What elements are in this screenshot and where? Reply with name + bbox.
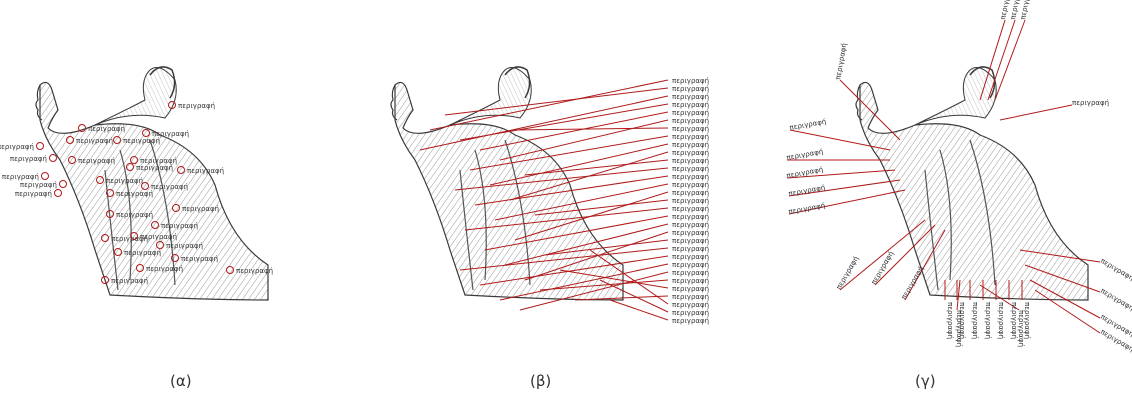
panel-b-label: περιγραφή (672, 133, 709, 141)
panel-c-label: περιγραφή (1099, 257, 1132, 282)
panel-a-label: περιγραφή (116, 190, 153, 198)
panel-b-label: περιγραφή (672, 189, 709, 197)
panel-a-label: περιγραφή (151, 183, 188, 191)
panel-b-label: περιγραφή (672, 301, 709, 309)
panel-c-label: περιγραφή (997, 302, 1005, 339)
panel-a-label: περιγραφή (78, 157, 115, 165)
panel-c-label: περιγραφή (834, 42, 848, 80)
panel-b-label: περιγραφή (672, 221, 709, 229)
panel-a-marker (42, 173, 49, 180)
panel-c-label: περιγραφή (971, 302, 979, 339)
panel-b-label: περιγραφή (672, 253, 709, 261)
panel-c-label: περιγραφή (946, 302, 954, 339)
panel-a-label: περιγραφή (146, 265, 183, 273)
panel-c-label: περιγραφή (788, 202, 826, 216)
panel-b-label: περιγραφή (672, 141, 709, 149)
panel-a-label: περιγραφή (111, 277, 148, 285)
panel-c-leader (1000, 105, 1072, 120)
panel-b-label: περιγραφή (672, 125, 709, 133)
panel-a-label: περιγραφή (136, 164, 173, 172)
panel-b-label: περιγραφή (672, 245, 709, 253)
panel-a-label: περιγραφή (116, 211, 153, 219)
panel-c-label: περιγραφή (1072, 99, 1109, 107)
panel-a-label: περιγραφή (76, 137, 113, 145)
panel-a-label: περιγραφή (187, 167, 224, 175)
panel-b-label: περιγραφή (672, 237, 709, 245)
panel-b-label: περιγραφή (672, 229, 709, 237)
panel-a-marker (37, 143, 44, 150)
panel-a-label: περιγραφή (124, 249, 161, 257)
panel-b-label: περιγραφή (672, 293, 709, 301)
panel-c-label: περιγραφή (1019, 0, 1033, 20)
panel-c-label: περιγραφή (835, 255, 860, 291)
panel-a-marker (55, 190, 62, 197)
panel-a-marker (60, 181, 67, 188)
panel-b-label: περιγραφή (672, 309, 709, 317)
panel-a-marker (50, 155, 57, 162)
panel-a-label: περιγραφή (178, 102, 215, 110)
panel-a-label: περιγραφή (106, 177, 143, 185)
panel-b-label: περιγραφή (672, 165, 709, 173)
panel-b-label: περιγραφή (672, 173, 709, 181)
panel-c-label: περιγραφή (788, 184, 826, 198)
panel-a-label: περιγραφή (20, 181, 57, 189)
panel-b-label: περιγραφή (672, 261, 709, 269)
panel-a-label: περιγραφή (161, 222, 198, 230)
panel-c-label: περιγραφή (789, 118, 827, 132)
panel-c-leader (995, 20, 1025, 100)
panel-a-label: περιγραφή (88, 125, 125, 133)
panel-a-caption: (α) (170, 372, 192, 390)
panel-b-caption: (β) (530, 372, 551, 390)
panel-b-leader (515, 128, 668, 130)
panel-b-leader (610, 300, 668, 320)
panel-b-label: περιγραφή (672, 77, 709, 85)
panel-a-label: περιγραφή (10, 155, 47, 163)
panel-a-label: περιγραφή (181, 255, 218, 263)
panel-c-anatomy-drawing (856, 67, 1088, 300)
panel-c-label: περιγραφή (1099, 287, 1132, 312)
panel-a-label: περιγραφή (0, 143, 34, 151)
panel-b-leader (445, 88, 668, 115)
panel-b-label: περιγραφή (672, 205, 709, 213)
panel-b-label: περιγραφή (672, 269, 709, 277)
panel-b-label: περιγραφή (672, 117, 709, 125)
panel-a-label: περιγραφή (182, 205, 219, 213)
panel-a-label: περιγραφή (2, 173, 39, 181)
panel-a-label: περιγραφή (15, 190, 52, 198)
panel-c-label: περιγραφή (1023, 302, 1031, 339)
panel-b-label: περιγραφή (672, 197, 709, 205)
panel-b-label: περιγραφή (672, 157, 709, 165)
panel-b-label: περιγραφή (672, 101, 709, 109)
panel-a-label: περιγραφή (123, 137, 160, 145)
panel-a-label: περιγραφή (236, 267, 273, 275)
panel-b-leader (430, 80, 668, 130)
panel-b-label: περιγραφή (672, 277, 709, 285)
panel-c-label: περιγραφή (1010, 302, 1018, 339)
panel-b-label: περιγραφή (672, 181, 709, 189)
panel-a-label: περιγραφή (111, 235, 148, 243)
panel-b-label: περιγραφή (672, 85, 709, 93)
panel-b-label: περιγραφή (672, 213, 709, 221)
panel-b-label: περιγραφή (672, 149, 709, 157)
panel-b-label: περιγραφή (672, 285, 709, 293)
panel-a-label: περιγραφή (166, 242, 203, 250)
panel-c-label: περιγραφή (984, 302, 992, 339)
panel-c-caption: (γ) (915, 372, 936, 390)
panel-b-label: περιγραφή (672, 93, 709, 101)
panel-c-label: περιγραφή (786, 166, 824, 180)
panel-b-label: περιγραφή (672, 317, 709, 325)
panel-b-label: περιγραφή (672, 109, 709, 117)
panel-c-label: περιγραφή (900, 265, 925, 301)
panel-c-label: περιγραφή (958, 302, 966, 339)
